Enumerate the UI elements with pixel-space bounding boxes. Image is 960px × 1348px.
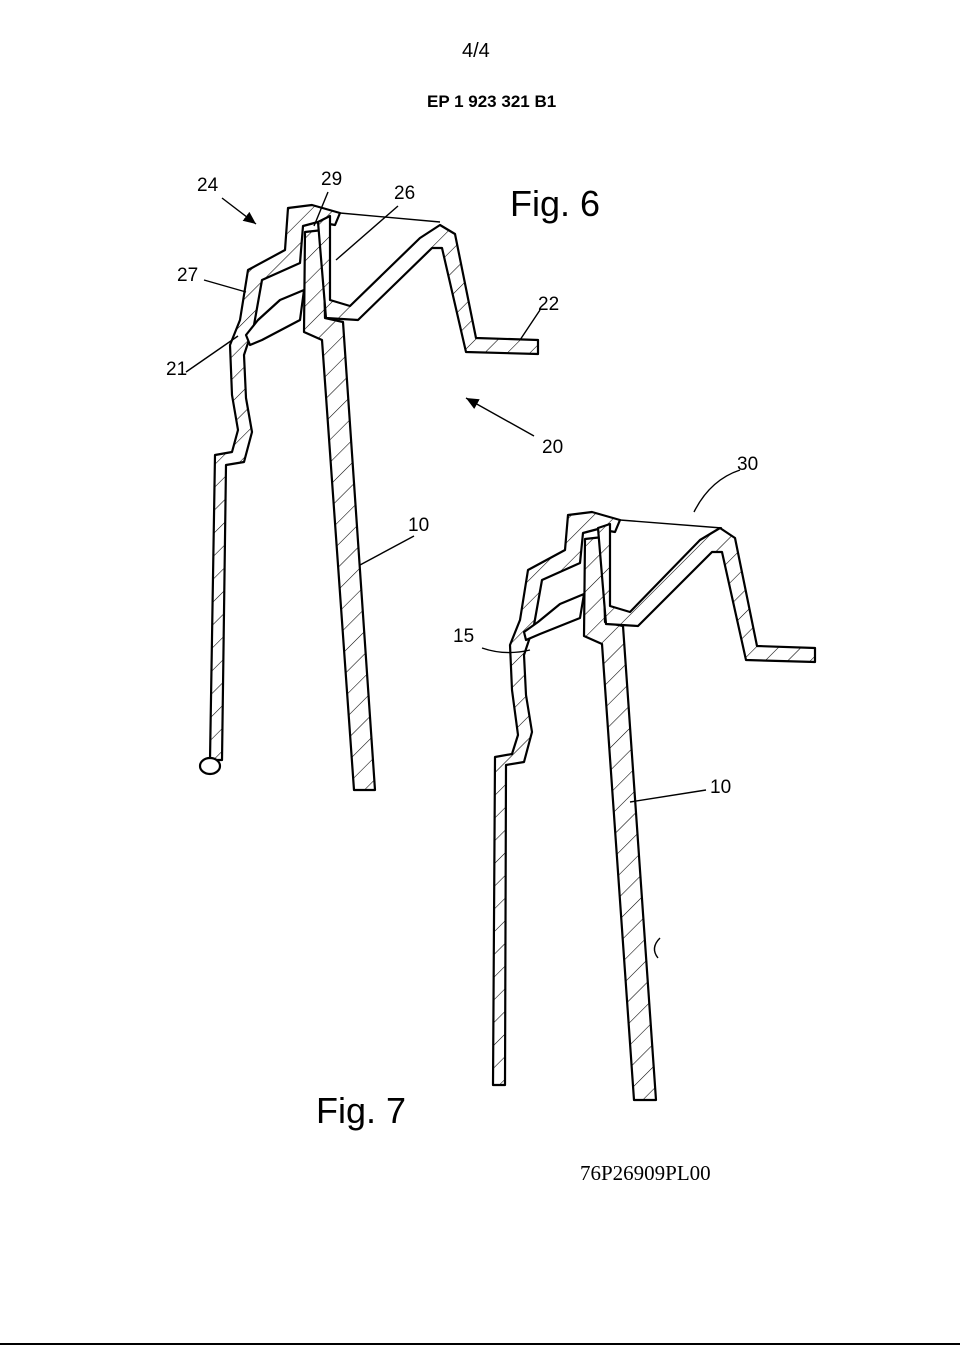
figure-6-drawing — [185, 191, 541, 792]
ref-label-26: 26 — [394, 183, 416, 204]
figure-7-title: Fig. 7 — [316, 1090, 407, 1131]
ref-label-24: 24 — [197, 175, 219, 196]
bottom-rule — [0, 1343, 960, 1345]
figure-7-drawing — [481, 469, 817, 1102]
ref-label-30: 30 — [737, 454, 759, 475]
ref-label-22: 22 — [538, 294, 560, 315]
ref-label-10-fig6: 10 — [408, 515, 430, 536]
document-code: 76P26909PL00 — [580, 1161, 711, 1185]
patent-number: EP 1 923 321 B1 — [427, 92, 557, 111]
ref-label-20: 20 — [542, 437, 564, 458]
ref-label-21: 21 — [166, 359, 188, 380]
fig6-skirt-bead — [198, 756, 222, 776]
ref-label-15: 15 — [453, 626, 475, 647]
page-number: 4/4 — [462, 40, 490, 62]
ref-label-27: 27 — [177, 265, 199, 286]
ref-label-10-fig7: 10 — [710, 777, 732, 798]
figure-6-title: Fig. 6 — [510, 183, 601, 224]
ref-label-29: 29 — [321, 169, 343, 190]
fig7-inner-ring — [522, 592, 586, 642]
fig6-inner-ring — [244, 288, 306, 347]
